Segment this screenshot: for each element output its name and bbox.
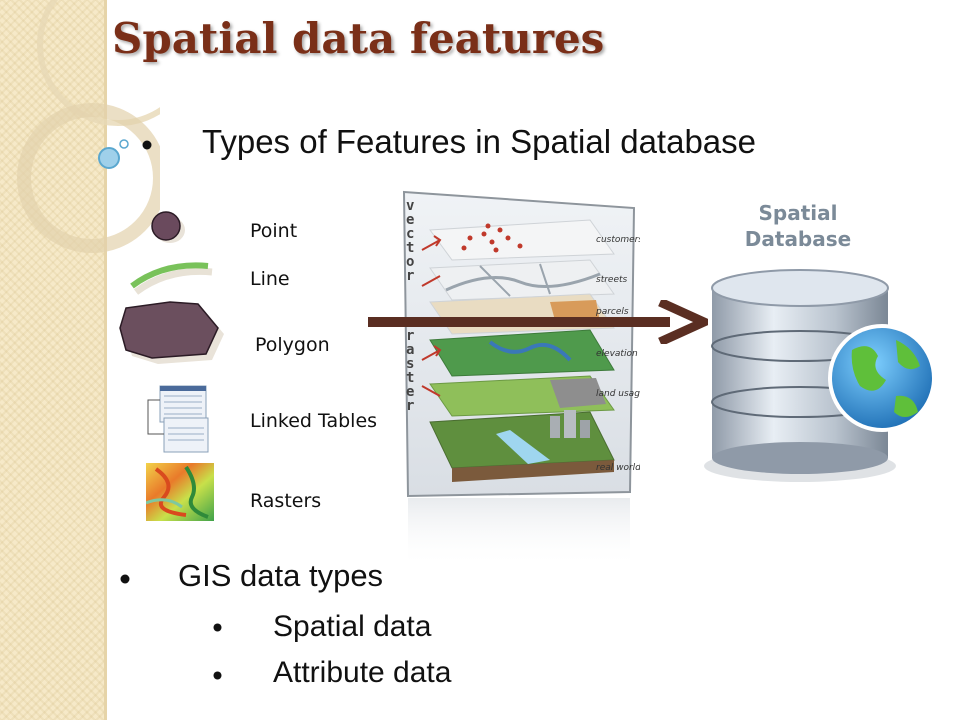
raster-icon: [146, 463, 214, 521]
sub-bullet-spatial-data: Spatial data: [273, 610, 432, 643]
bullet-feature-types: Types of Features in Spatial database: [202, 123, 757, 160]
sub-bullet-attribute-data: Attribute data: [273, 656, 452, 689]
decorative-circles: [17, 0, 160, 253]
bullet-gis-data-types: GIS data types: [178, 558, 384, 593]
svg-text:r: r: [406, 268, 414, 284]
db-label-line1: Spatial: [759, 201, 838, 225]
spatial-database-illustration: Spatial Database: [704, 201, 936, 482]
feature-label-polygon: Polygon: [255, 334, 330, 356]
svg-text:s: s: [406, 356, 414, 372]
data-layers-illustration: v e c t o r r a s t e r customers street…: [402, 190, 640, 568]
svg-text:t: t: [406, 370, 414, 386]
layer-side-label-raster: r: [406, 328, 414, 344]
flow-arrow: [368, 300, 708, 344]
svg-text:o: o: [406, 254, 414, 270]
feature-label-line: Line: [250, 268, 290, 290]
slide-title: Spatial data features: [112, 14, 605, 63]
svg-text:t: t: [406, 240, 414, 256]
line-icon: [130, 262, 213, 295]
feature-label-rasters: Rasters: [250, 490, 322, 512]
bullet-icon: [142, 140, 152, 150]
bullet-icon: [213, 671, 222, 680]
layer-side-label-vector: v: [406, 198, 414, 214]
svg-text:a: a: [406, 342, 414, 358]
svg-text:r: r: [406, 398, 414, 414]
bullet-icon: [120, 574, 130, 584]
point-icon: [151, 211, 185, 243]
linked-tables-icon: [147, 385, 209, 453]
polygon-icon: [119, 301, 224, 364]
layer-label-parcels: parcels: [595, 307, 629, 317]
layer-label-elevation: elevation: [596, 349, 638, 359]
layer-label-customers: customers: [596, 235, 640, 245]
layer-label-land-usage: land usage: [596, 389, 640, 399]
svg-text:e: e: [406, 384, 414, 400]
feature-label-linked-tables: Linked Tables: [250, 410, 378, 432]
svg-text:e: e: [406, 212, 414, 228]
layer-label-streets: streets: [596, 275, 628, 285]
svg-text:c: c: [406, 226, 414, 242]
feature-label-point: Point: [250, 220, 298, 242]
layer-label-real-world: real world: [596, 463, 640, 473]
side-band-edge: [104, 0, 107, 720]
db-label-line2: Database: [745, 227, 851, 251]
bullet-icon: [213, 623, 222, 632]
